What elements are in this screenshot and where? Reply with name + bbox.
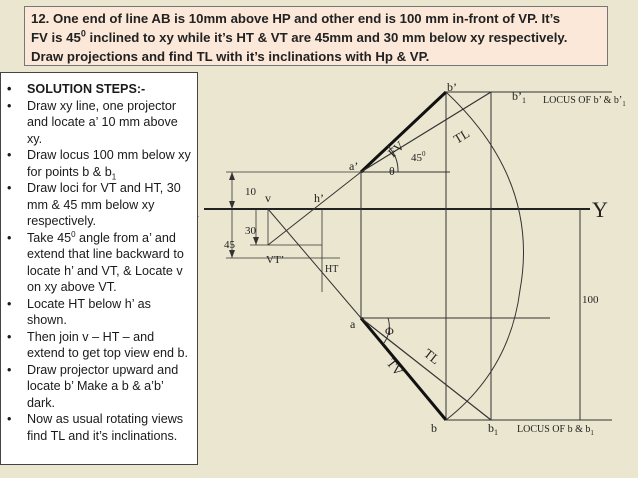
- step-item: Draw locus 100 mm below xy for points b …: [5, 147, 193, 182]
- locus-top-sub: 1: [622, 100, 626, 108]
- step-text-post: angle from a’ and extend that line backw…: [27, 230, 184, 295]
- locus-bottom-sub: 1: [590, 429, 594, 437]
- locus-bottom-text: LOCUS OF b & b: [517, 424, 590, 435]
- question-line-2-pre: FV is 45: [31, 30, 81, 45]
- tl-top-label: TL: [451, 126, 472, 147]
- rotation-arc: [445, 91, 524, 421]
- question-line-1: 12. One end of line AB is 10mm above HP …: [31, 11, 561, 26]
- question-box: 12. One end of line AB is 10mm above HP …: [24, 6, 608, 66]
- step-item: Then join v – HT – and extend to get top…: [5, 329, 193, 362]
- locus-bottom-label: LOCUS OF b & b1: [517, 424, 594, 437]
- b-label: b: [431, 421, 437, 435]
- tl-bottom-line: [360, 317, 492, 421]
- dim-arrow: [229, 250, 235, 258]
- angle-45-text: 45: [411, 152, 423, 164]
- y-label: Y: [592, 197, 608, 222]
- question-line-2: FV is 450 inclined to xy while it’s HT &…: [31, 28, 601, 47]
- locus-top-label: LOCUS OF b’ & b’1: [543, 95, 626, 108]
- b1-sub: 1: [494, 428, 498, 437]
- tv-line: [359, 317, 448, 421]
- b1-dash-label: b’1: [512, 89, 526, 105]
- step-item: Draw xy line, one projector and locate a…: [5, 98, 193, 148]
- angle-45-label: 450: [411, 150, 426, 164]
- question-line-2-sup: 0: [80, 28, 86, 39]
- h-dash-label: h’: [314, 191, 324, 205]
- dim-arrow: [253, 237, 259, 245]
- fv-line: [359, 90, 448, 174]
- phi-arc: [383, 317, 390, 344]
- theta-arc: [387, 145, 399, 173]
- fv-extension: [267, 171, 362, 246]
- angle-45-deg: 0: [422, 150, 426, 158]
- b1-text: b: [488, 421, 494, 435]
- fv-label: FV: [385, 137, 408, 160]
- locus-top-text: LOCUS OF b’ & b’: [543, 95, 622, 106]
- question-line-2-post: inclined to xy while it’s HT & VT are 45…: [85, 30, 568, 45]
- step-sub: 1: [111, 172, 117, 182]
- steps-list: SOLUTION STEPS:- Draw xy line, one proje…: [5, 81, 193, 444]
- step-item: Draw loci for VT and HT, 30 mm & 45 mm b…: [5, 180, 193, 230]
- tl-bottom-label: TL: [421, 346, 443, 368]
- tl-top-line: [360, 91, 492, 173]
- dim-30-label: 30: [245, 225, 257, 237]
- step-item: Draw projector upward and locate b’ Make…: [5, 362, 193, 412]
- step-item: Take 450 angle from a’ and extend that l…: [5, 230, 193, 296]
- steps-heading: SOLUTION STEPS:-: [5, 81, 193, 98]
- dim-100-label: 100: [582, 294, 599, 306]
- dim-10-label: 10: [245, 186, 257, 198]
- step-item: Now as usual rotating views find TL and …: [5, 411, 193, 444]
- v-label: v: [265, 191, 271, 205]
- dim-arrow: [229, 172, 235, 180]
- dim-arrow: [229, 201, 235, 209]
- tv-extension: [267, 208, 362, 319]
- vt-label: VT’: [266, 254, 284, 266]
- step-sup: 0: [71, 229, 76, 239]
- step-text: Draw locus 100 mm below xy for points b …: [27, 148, 191, 179]
- a-label: a: [350, 317, 356, 331]
- solution-steps-box: SOLUTION STEPS:- Draw xy line, one proje…: [0, 72, 198, 465]
- b1-dash-text: b’: [512, 89, 522, 103]
- ht-label: HT: [325, 264, 338, 275]
- phi-label: Φ: [385, 324, 394, 338]
- theta-label: θ: [389, 164, 395, 178]
- tv-label: TV: [384, 356, 407, 379]
- question-line-3: Draw projections and find TL with it’s i…: [31, 49, 430, 64]
- a-dash-label: a’: [349, 159, 358, 173]
- dim-45-label: 45: [224, 239, 236, 251]
- b1-label: b1: [488, 421, 498, 437]
- b-dash-label: b’: [447, 80, 457, 94]
- b1-dash-sub: 1: [522, 96, 526, 105]
- step-text: Take 45: [27, 230, 72, 245]
- step-item: Locate HT below h’ as shown.: [5, 296, 193, 329]
